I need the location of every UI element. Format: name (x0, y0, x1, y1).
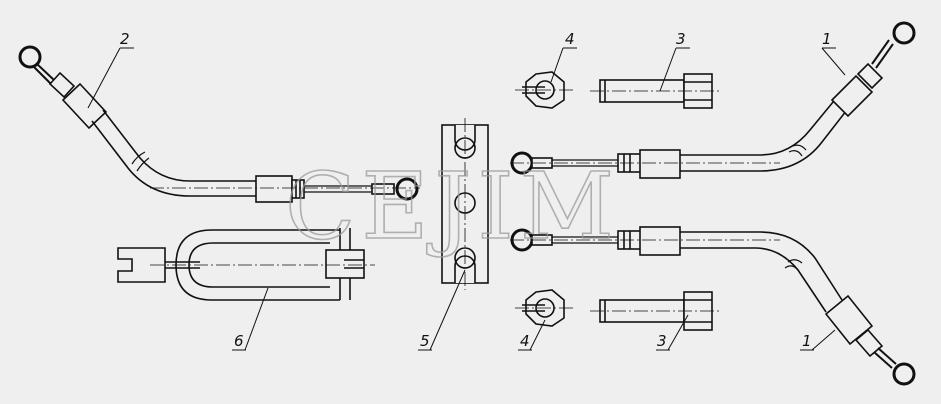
part-1-upper-fitting (639, 149, 681, 179)
callout-1-top: 1 (822, 30, 832, 48)
callout-3-bottom: 3 (657, 332, 667, 350)
part-2-wire-eye (395, 177, 419, 201)
callout-2: 2 (120, 30, 130, 48)
callout-4-bottom: 4 (520, 332, 530, 350)
part-3-upper-bolt (590, 73, 722, 109)
part-6-head (325, 249, 365, 279)
part-1-lower-end-eye (892, 362, 916, 386)
part-2-nut (48, 71, 76, 99)
part-5-plate (441, 118, 489, 290)
callout-leaders (87, 47, 846, 351)
part-4-upper-nut (515, 71, 575, 109)
part-1-lower-ferrule (824, 294, 874, 346)
part-2-left-cable (18, 45, 420, 203)
part-2-end-eye (18, 45, 42, 69)
part-1-lower-cable (510, 226, 916, 386)
watermark-text: CEJIM (285, 153, 620, 260)
part-4-lower-nut (515, 289, 575, 327)
callout-5: 5 (420, 332, 430, 350)
part-2-ferrule (61, 82, 108, 130)
callout-4-top: 4 (565, 30, 575, 48)
callout-6: 6 (234, 332, 244, 350)
part-1-upper-cable (510, 21, 916, 179)
part-6-fork (117, 247, 166, 283)
part-6-u-tool (117, 228, 375, 301)
part-1-upper-ferrule (830, 74, 874, 118)
part-1-lower-fitting (639, 226, 681, 256)
part-3-lower-bolt (590, 291, 722, 331)
part-1-upper-end-eye (892, 21, 916, 45)
callout-1-bottom: 1 (802, 332, 812, 350)
callout-3-top: 3 (676, 30, 686, 48)
